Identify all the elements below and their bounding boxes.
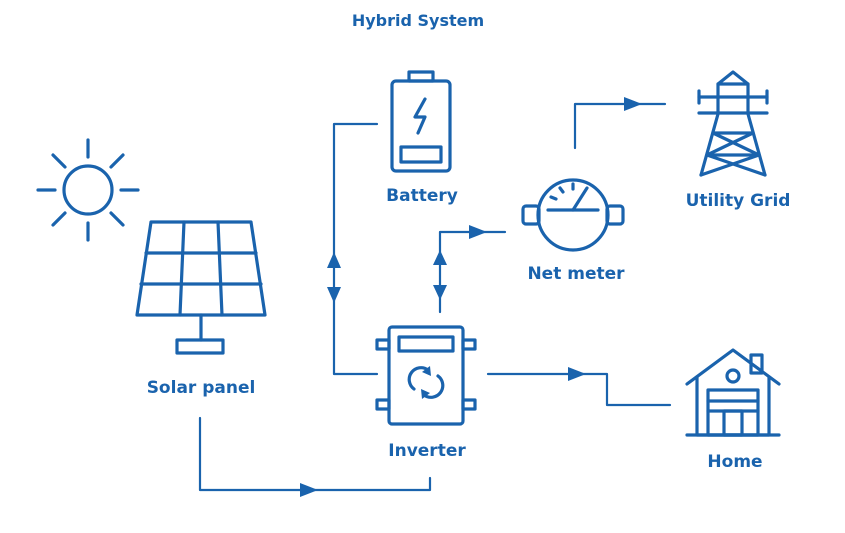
label-battery: Battery [386,186,458,206]
diagram-title: Hybrid System [351,11,485,30]
arrowhead-inverter-down [433,285,447,300]
label-utility-grid: Utility Grid [685,191,791,211]
solar-panel-icon [135,220,267,355]
arrowhead-inverter-up [433,250,447,265]
label-home: Home [707,452,763,472]
connector-inverter-home [486,372,672,407]
arrowhead-battery-down [327,287,341,303]
arrowhead-to-grid [624,97,642,111]
inverter-cycle-arrowhead-bottom [421,389,430,399]
label-solar-panel: Solar panel [146,378,256,398]
arrowhead-solar-to-inverter [300,483,318,497]
inverter-cycle-arrowhead-top [422,366,431,376]
connector-battery-inverter [332,122,379,376]
battery-icon [390,70,452,173]
label-net-meter: Net meter [527,264,625,284]
sun-icon [36,138,140,242]
arrowhead-netmeter-in [469,225,487,239]
arrowhead-battery-up [327,252,341,268]
transmission-tower-icon [697,70,769,177]
connector-netmeter-grid [573,102,667,150]
meter-icon [521,178,625,252]
house-icon [685,348,781,437]
inverter-icon [375,325,477,426]
label-inverter: Inverter [388,441,466,461]
connector-inverter-netmeter [438,230,507,314]
arrowhead-to-home [568,367,586,381]
